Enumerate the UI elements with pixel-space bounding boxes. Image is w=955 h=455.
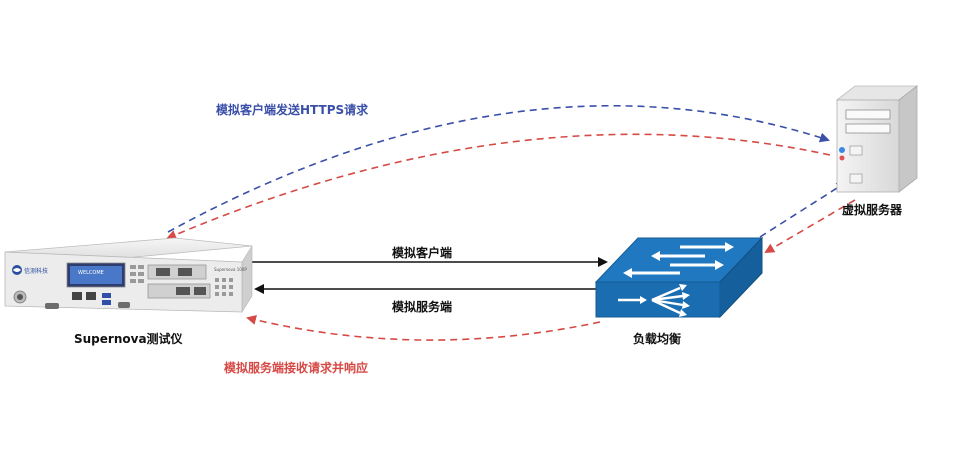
status-led [839,155,845,161]
supernova-tester [4,237,253,314]
device-brand-text: 信测科技 [24,268,49,275]
tester-label: Supernova测试仪 [74,332,183,346]
client-request-label: 模拟客户端发送HTTPS请求 [216,103,369,117]
ethernet-port [72,292,82,300]
virtual-server-device [835,85,919,193]
response-bottom-curve [246,315,601,341]
device-model-text: Supernova 100P [214,267,247,272]
drive-bay [845,109,891,120]
virtual-server-label: 虚拟服务器 [842,203,903,217]
server-response-label: 模拟服务端接收请求并响应 [224,361,369,375]
ethernet-port [86,292,96,300]
usb-port [102,300,111,305]
status-led [839,147,845,153]
load-balancer-device [594,236,764,319]
request-curve [167,104,830,233]
usb-port [102,293,111,298]
response-top-curve [166,133,831,240]
server-to-lb-line [764,199,856,254]
sim-server-label: 模拟服务端 [392,300,453,314]
load-balancer-label: 负载均衡 [633,332,682,346]
sim-client-label: 模拟客户端 [392,246,453,260]
switch-arrows-icon [623,242,734,278]
load-balance-icon [618,284,690,317]
lcd-text: WELCOME [78,270,104,276]
vga-port [45,303,59,309]
drive-bay [845,123,891,134]
lb-to-server-line [759,181,847,238]
